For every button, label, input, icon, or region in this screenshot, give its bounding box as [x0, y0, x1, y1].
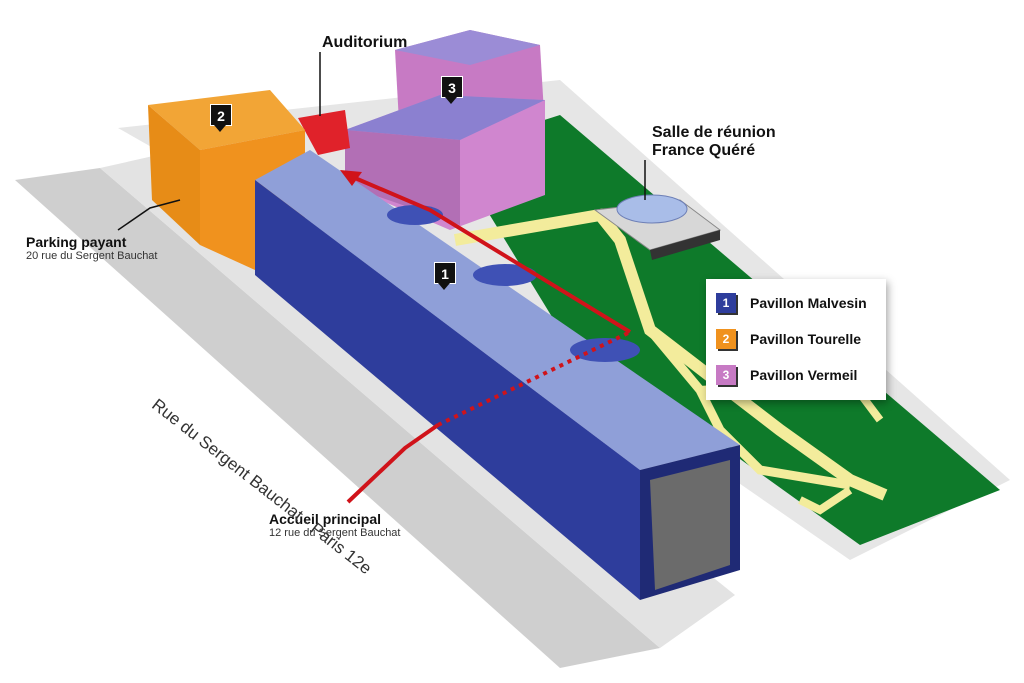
- parking-title: Parking payant: [26, 234, 127, 250]
- pavillon-vermeil-roof: [345, 95, 545, 140]
- salle-reunion-line2: France Quéré: [652, 142, 756, 160]
- legend-item-vermeil: 3 Pavillon Vermeil: [716, 357, 876, 393]
- pavillon-malvesin-opening: [650, 460, 730, 590]
- accueil-address: 12 rue du Sergent Bauchat: [269, 527, 401, 540]
- salle-reunion-base: [650, 230, 720, 260]
- route-line-2: [354, 176, 632, 334]
- marker-vermeil: 3: [441, 76, 463, 104]
- legend-label-malvesin: Pavillon Malvesin: [750, 295, 867, 311]
- street-road: [15, 168, 660, 668]
- salle-reunion-label: Salle de réunion France Quéré: [652, 124, 776, 161]
- legend-item-tourelle: 2 Pavillon Tourelle: [716, 321, 876, 357]
- pavillon-malvesin-wall: [255, 180, 640, 600]
- garden-path-2: [646, 327, 851, 490]
- legend-swatch-tourelle: 2: [716, 329, 736, 349]
- legend-swatch-vermeil: 3: [716, 365, 736, 385]
- pavillon-malvesin-roof: [255, 150, 740, 470]
- route-line: [346, 423, 440, 504]
- roof-window-2: [473, 264, 537, 286]
- legend-label-vermeil: Pavillon Vermeil: [750, 367, 858, 383]
- marker-malvesin: 1: [434, 262, 456, 290]
- accueil-title: Accueil principal: [269, 511, 382, 527]
- legend-label-tourelle: Pavillon Tourelle: [750, 331, 861, 347]
- roof-window-3: [570, 338, 640, 362]
- legend-item-malvesin: 1 Pavillon Malvesin: [716, 285, 876, 321]
- legend: 1 Pavillon Malvesin 2 Pavillon Tourelle …: [706, 279, 886, 400]
- accueil-label: Accueil principal 12 rue du Sergent Bauc…: [269, 511, 400, 540]
- parking-callout: [117, 199, 181, 231]
- pavillon-tourelle-front: [148, 105, 200, 245]
- marker-tourelle: 2: [210, 104, 232, 132]
- pavillon-vermeil-side: [345, 130, 460, 225]
- pavillon-vermeil-top: [395, 30, 540, 65]
- route-arrow: [340, 170, 362, 186]
- legend-swatch-malvesin: 1: [716, 293, 736, 313]
- salle-reunion-line1: Salle de réunion: [652, 124, 776, 141]
- parking-address: 20 rue du Sergent Bauchat: [26, 250, 158, 263]
- auditorium-label: Auditorium: [322, 34, 408, 51]
- auditorium-block: [298, 110, 350, 155]
- salle-reunion-dome: [616, 194, 688, 224]
- parking-label: Parking payant 20 rue du Sergent Bauchat: [26, 234, 157, 263]
- garden-path-4: [798, 486, 853, 515]
